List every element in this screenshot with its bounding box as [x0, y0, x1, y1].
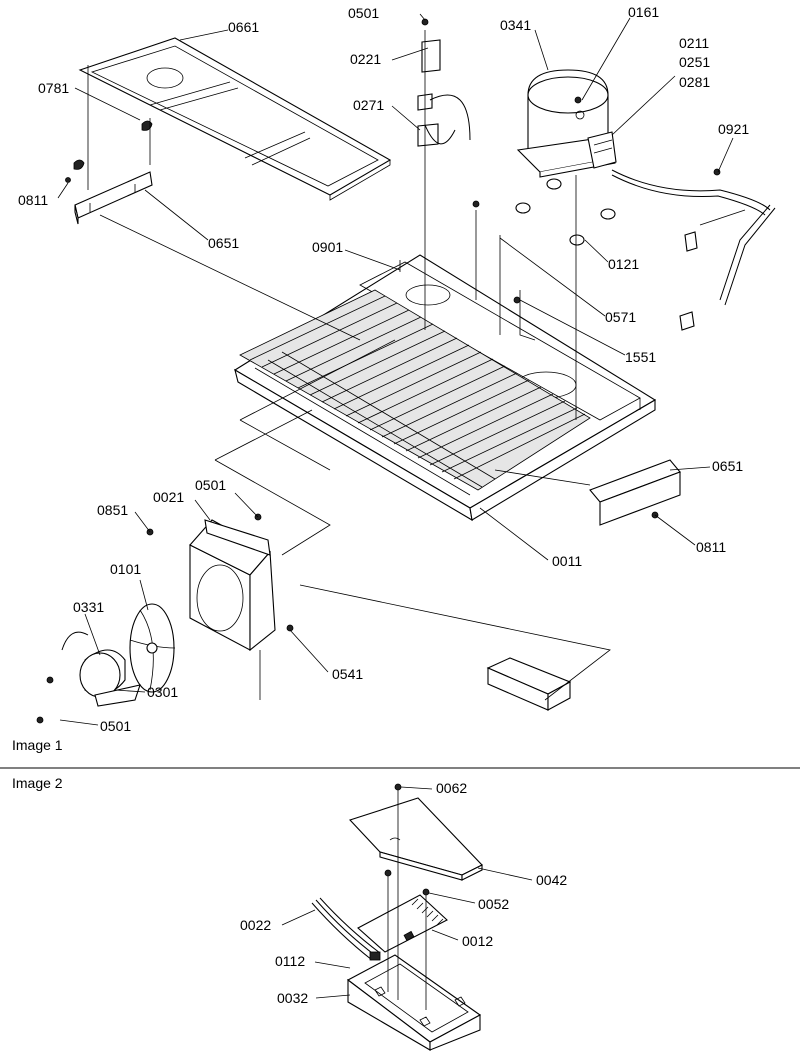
module-cover [349, 797, 483, 881]
right-bracket [589, 459, 681, 526]
callout-0271: 0271 [353, 97, 384, 113]
screw [384, 783, 430, 896]
callout-0851: 0851 [97, 502, 128, 518]
control-module [486, 657, 572, 711]
assembly-lines [387, 790, 427, 1010]
callout-0301: 0301 [147, 684, 178, 700]
callout-0032: 0032 [277, 990, 308, 1006]
fan-blade [129, 603, 176, 693]
callout-0021: 0021 [153, 489, 184, 505]
callout-0781: 0781 [38, 80, 69, 96]
callout-0501-top: 0501 [348, 5, 379, 21]
callout-0161: 0161 [628, 4, 659, 20]
evaporator-coil [239, 289, 591, 496]
callout-0331: 0331 [73, 599, 104, 615]
callout-0062: 0062 [436, 780, 467, 796]
callout-0112: 0112 [275, 953, 305, 969]
image-2-panel: Image 2 [12, 775, 567, 1051]
grommet [515, 178, 616, 246]
callout-0211: 0211 [679, 35, 709, 51]
image-2-caption: Image 2 [12, 775, 63, 791]
circuit-board [357, 894, 448, 953]
callout-0281: 0281 [679, 74, 710, 90]
compressor [516, 69, 617, 178]
callout-labels-image-2: 0062 0042 0052 0022 0012 0112 0032 [240, 780, 567, 1006]
fan-motor [61, 631, 141, 707]
cover-plate [78, 37, 392, 201]
callout-0661: 0661 [228, 19, 259, 35]
callout-0811-left: 0811 [18, 192, 48, 208]
image-1-caption: Image 1 [12, 737, 63, 753]
callout-0341: 0341 [500, 17, 531, 33]
callout-0022: 0022 [240, 917, 271, 933]
callout-0651-left: 0651 [208, 235, 239, 251]
callout-0221: 0221 [350, 51, 381, 67]
callout-0571: 0571 [605, 309, 636, 325]
module-housing [346, 954, 482, 1051]
callout-0501-bottom: 0501 [100, 718, 131, 734]
callout-0901: 0901 [312, 239, 343, 255]
callout-1551: 1551 [625, 349, 656, 365]
callout-0651-right: 0651 [712, 458, 743, 474]
callout-0011: 0011 [552, 553, 582, 569]
callout-0052: 0052 [478, 896, 509, 912]
module-wires [311, 897, 381, 961]
fan-shroud [189, 519, 276, 652]
callout-0811-right: 0811 [696, 539, 726, 555]
assembly-lines [87, 30, 611, 701]
left-bracket [74, 171, 153, 225]
callout-0101: 0101 [110, 561, 141, 577]
leader-lines [281, 786, 533, 999]
callout-0501-mid: 0501 [195, 477, 226, 493]
callout-0541: 0541 [332, 666, 363, 682]
callout-0012: 0012 [462, 933, 493, 949]
callout-0921: 0921 [718, 121, 749, 137]
callout-0042: 0042 [536, 872, 567, 888]
wire-harness [611, 169, 776, 331]
clip [65, 120, 153, 183]
callout-labels-image-1: 0501 0221 0271 0341 0161 0211 0251 0281 … [18, 4, 749, 734]
leader-lines [57, 13, 734, 726]
callout-0121: 0121 [608, 256, 639, 272]
image-1-panel: 0501 0221 0271 0341 0161 0211 0251 0281 … [12, 4, 776, 753]
defrost-parts [417, 39, 471, 147]
callout-0251: 0251 [679, 54, 710, 70]
